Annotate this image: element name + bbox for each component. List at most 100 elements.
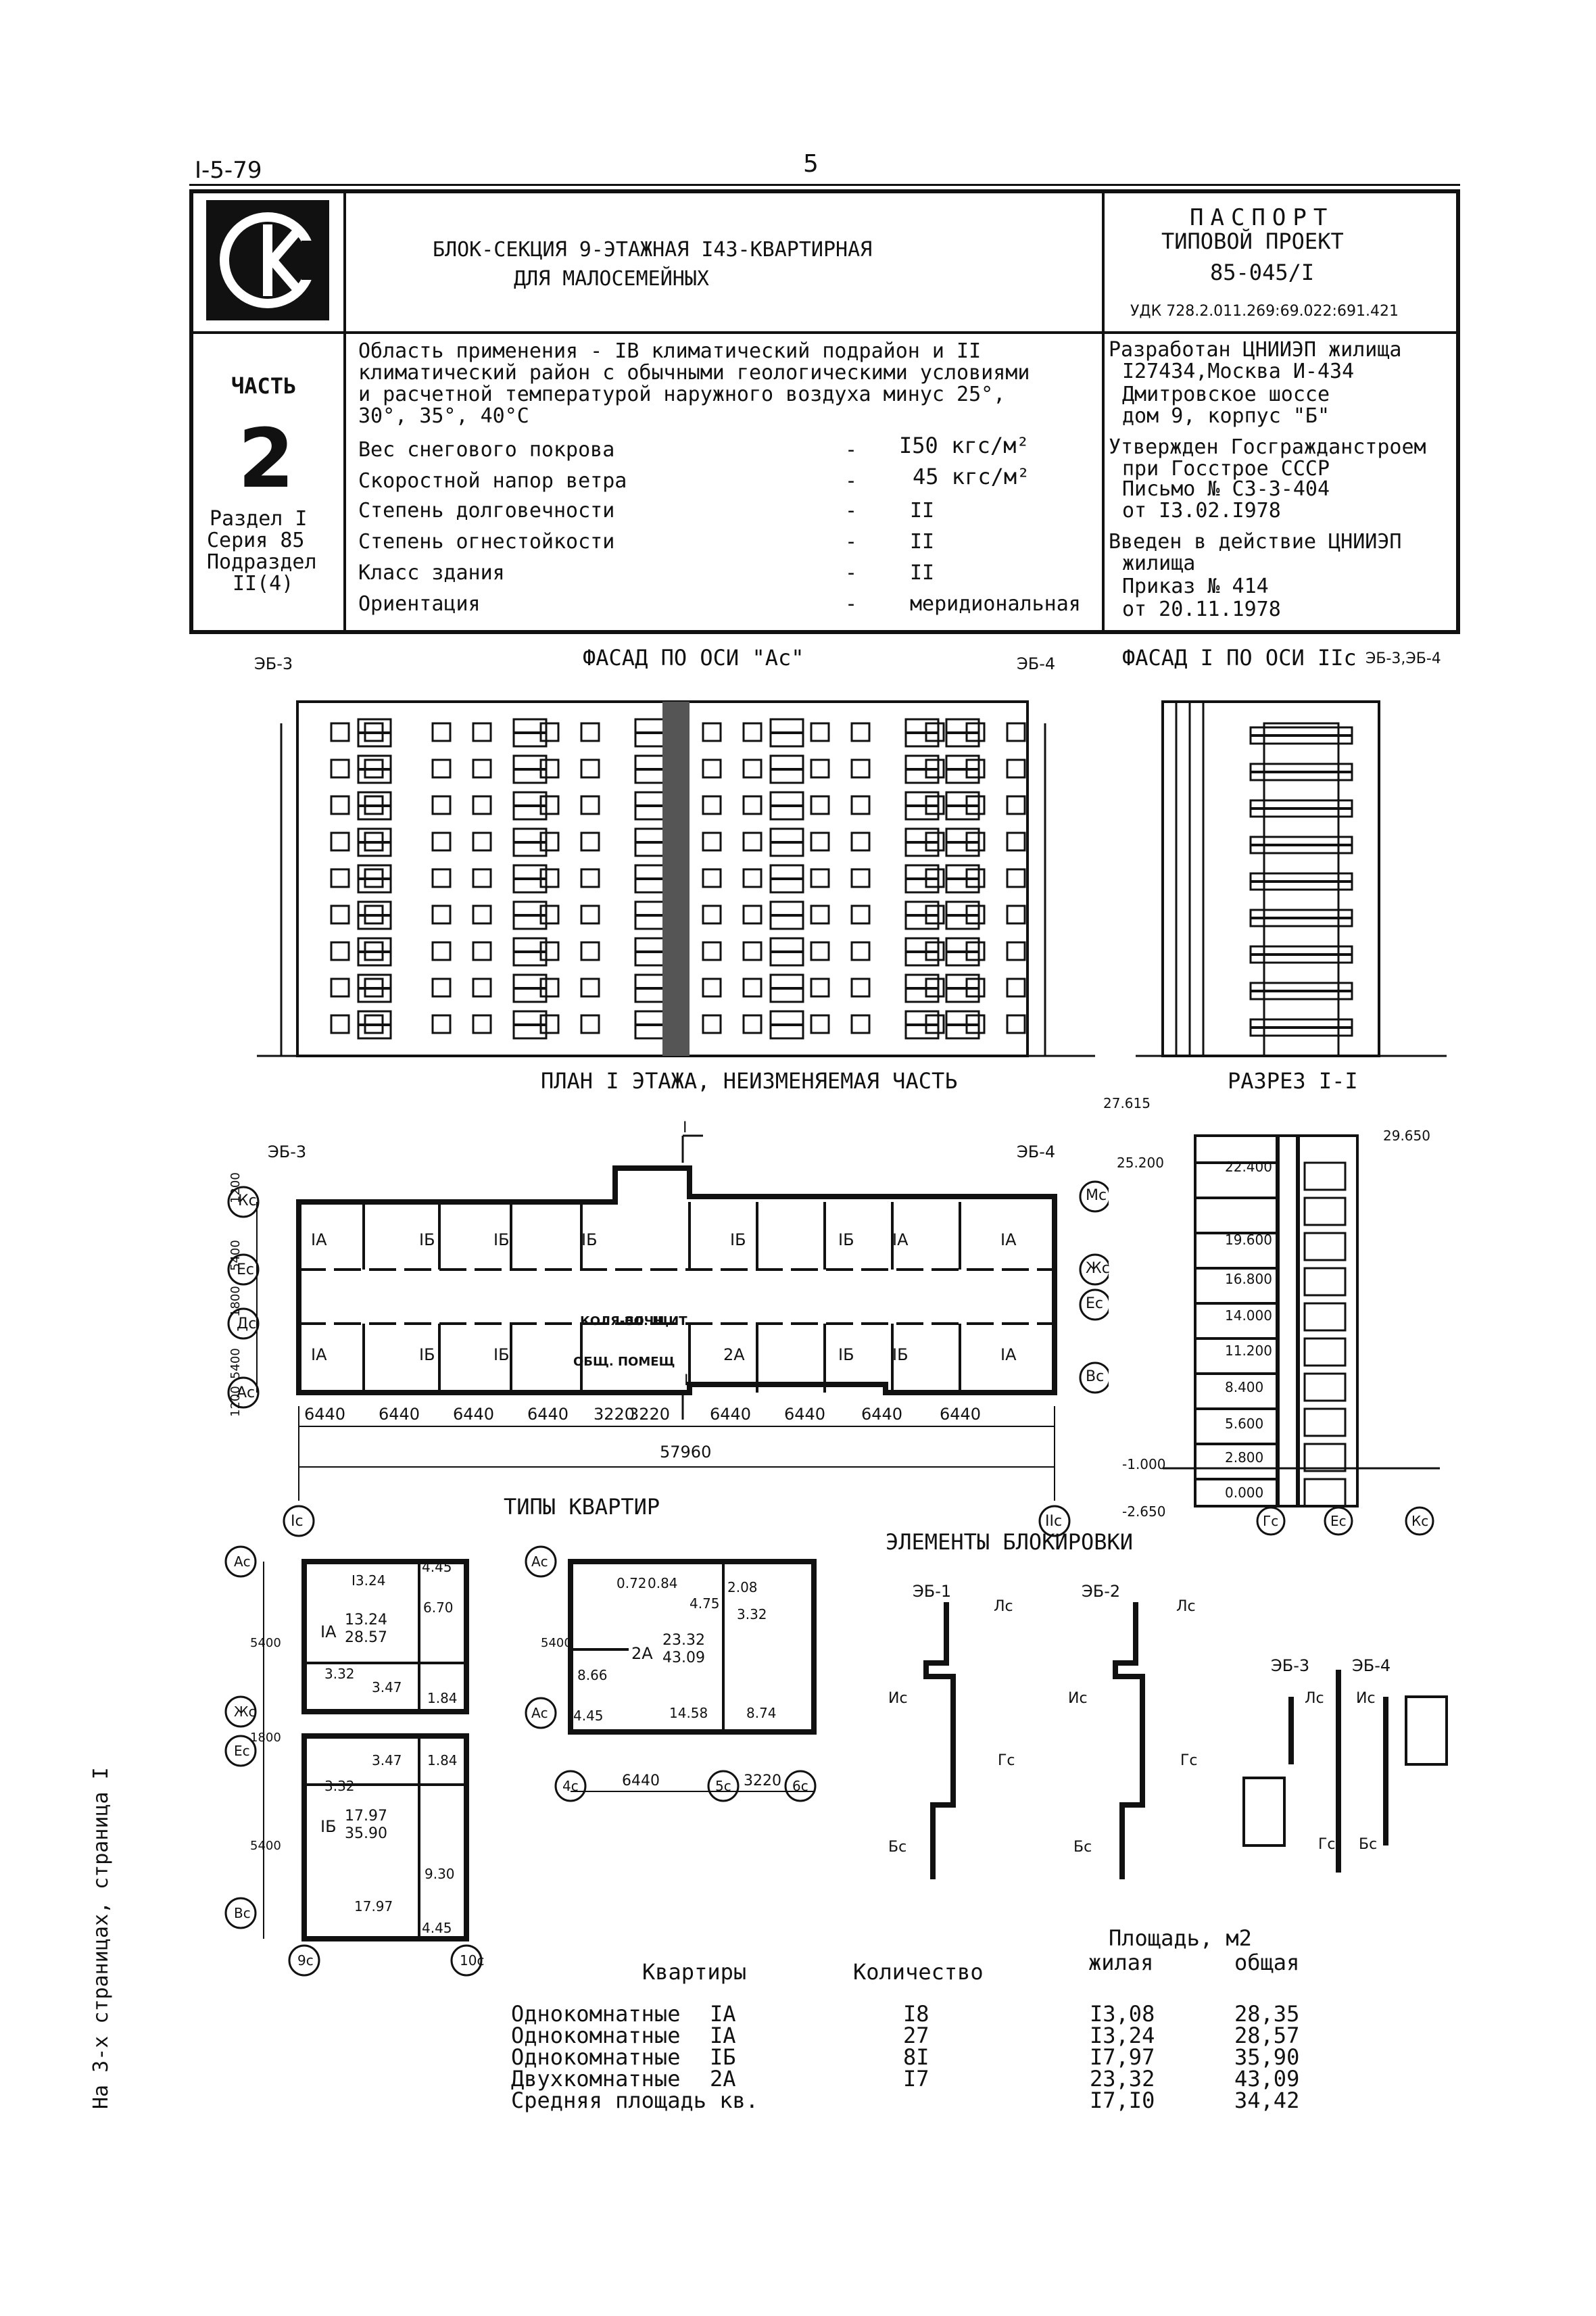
facade-window xyxy=(580,795,600,815)
stair-shaft xyxy=(662,702,690,1056)
plan-axis-right: Жс xyxy=(1086,1260,1110,1277)
apt-type-label: 2А xyxy=(631,1644,653,1663)
facade-window xyxy=(580,978,600,998)
facade-window xyxy=(431,868,452,888)
plan-dim: 3220 xyxy=(594,1405,635,1424)
apt-1-plan xyxy=(224,1545,483,1977)
row-count: 8I xyxy=(903,2044,929,2070)
effective-line2: жилища xyxy=(1122,552,1196,575)
plan-total-dim: 57960 xyxy=(660,1443,712,1462)
level-mark: 11.200 xyxy=(1225,1343,1272,1359)
axis-bubble xyxy=(1324,1506,1353,1536)
facade-window xyxy=(810,795,830,815)
row-count: I7 xyxy=(903,2066,929,2092)
apt-axis: Жс xyxy=(234,1704,256,1720)
axis-bubble xyxy=(224,1735,257,1767)
apt-total-area: 28.57 xyxy=(345,1629,387,1646)
level-mark: 19.600 xyxy=(1225,1232,1272,1248)
section-axis: Кс xyxy=(1411,1513,1429,1529)
facade-left-tag: ЭБ-3 xyxy=(254,654,293,673)
section-balcony xyxy=(1303,1337,1347,1367)
section-title: РАЗРЕЗ I-I xyxy=(1228,1068,1358,1094)
plan-dim: 6440 xyxy=(940,1405,982,1424)
facade-window xyxy=(850,904,871,925)
subsection-label: Подраздел xyxy=(207,550,317,574)
room-area: 4.45 xyxy=(422,1920,452,1936)
blocking-axis: Лс xyxy=(1176,1598,1196,1615)
room-area: 3.47 xyxy=(372,1679,402,1695)
apt-axis: Ас xyxy=(234,1553,251,1570)
plan-axis-left: Кс xyxy=(238,1192,257,1209)
facade-window xyxy=(472,1014,492,1034)
section-balcony xyxy=(1303,1302,1347,1332)
facade-window xyxy=(742,941,763,961)
facade-window xyxy=(431,722,452,742)
facade-window xyxy=(580,831,600,852)
facade-right-tag: ЭБ-4 xyxy=(1017,654,1056,673)
section-label: Раздел I xyxy=(210,507,308,531)
section-balcony xyxy=(1303,1443,1347,1472)
logo: СК xyxy=(206,200,329,320)
row-total: 35,90 xyxy=(1234,2044,1300,2070)
plan-axis-left: Дс xyxy=(237,1316,257,1332)
facade-window xyxy=(742,904,763,925)
facade-window xyxy=(431,795,452,815)
level-mark: 25.200 xyxy=(1117,1155,1164,1171)
level-mark: 8.400 xyxy=(1225,1379,1264,1395)
facade-window xyxy=(702,978,722,998)
room-area: I3.24 xyxy=(352,1572,386,1589)
room-area: 3.47 xyxy=(372,1752,402,1768)
facade-window xyxy=(810,868,830,888)
blocking-title: ЭЛЕМЕНТЫ БЛОКИРОВКИ xyxy=(886,1529,1134,1555)
blocking-tag: ЭБ-3 xyxy=(1271,1656,1310,1675)
room-label-bottom: IБ xyxy=(838,1345,854,1364)
row-name: Средняя площадь кв. xyxy=(511,2088,759,2113)
level-mark: 27.615 xyxy=(1103,1095,1151,1111)
service-room: ЭЛ. ЩИТ. xyxy=(625,1314,692,1328)
plan-dim: 6440 xyxy=(861,1405,903,1424)
developer-line2: I27434,Москва И-434 xyxy=(1122,360,1355,383)
application-line3: и расчетной температурой наружного возду… xyxy=(358,383,1006,406)
title-line1: БЛОК-СЕКЦИЯ 9-ЭТАЖНАЯ I43-КВАРТИРНАЯ xyxy=(433,238,873,262)
facade-window xyxy=(330,904,350,925)
facade-window xyxy=(742,758,763,779)
facade-window xyxy=(330,722,350,742)
subsection-number: II(4) xyxy=(233,572,294,596)
plan-title: ПЛАН I ЭТАЖА, НЕИЗМЕНЯЕМАЯ ЧАСТЬ xyxy=(541,1068,958,1094)
level-mark: 2.800 xyxy=(1225,1449,1264,1466)
param-label-snow: Вес снегового покрова xyxy=(358,438,615,462)
facade-window xyxy=(580,904,600,925)
room-area: 3.32 xyxy=(737,1606,767,1622)
title-block-col2 xyxy=(1102,189,1105,634)
section-balcony xyxy=(1303,1267,1347,1297)
facade-window xyxy=(742,722,763,742)
approved-line4: от I3.02.I978 xyxy=(1122,499,1281,523)
plan-left-dim: 1200 xyxy=(228,1172,243,1203)
room-label-bottom: IБ xyxy=(892,1345,909,1364)
axis-bubble xyxy=(707,1770,740,1802)
param-label-wind: Скоростной напор ветра xyxy=(358,469,627,493)
facade-window xyxy=(702,722,722,742)
facade-window xyxy=(742,1014,763,1034)
row-name: Однокомнатные xyxy=(511,2001,681,2027)
row-type: IА xyxy=(710,2023,736,2048)
application-line1: Область применения - IВ климатический по… xyxy=(358,339,982,363)
room-area: 2.08 xyxy=(727,1579,758,1595)
axis-bubble xyxy=(1256,1506,1286,1536)
apt-dim: 3220 xyxy=(744,1772,781,1789)
axis-bubble xyxy=(1079,1288,1109,1321)
facade-window xyxy=(850,722,871,742)
plan-dim: 6440 xyxy=(784,1405,826,1424)
row-living: I7,I0 xyxy=(1090,2088,1155,2113)
facade-window xyxy=(580,1014,600,1034)
room-label-top: IА xyxy=(1000,1230,1017,1249)
blocking-axis: Ис xyxy=(1068,1690,1088,1707)
room-area: 3.32 xyxy=(324,1778,355,1794)
level-mark: 14.000 xyxy=(1225,1307,1272,1324)
row-name: Двухкомнатные xyxy=(511,2066,681,2092)
approved-line1: Утвержден Госгражданстроем xyxy=(1109,435,1426,459)
section-balcony xyxy=(1303,1197,1347,1226)
room-label-bottom: IБ xyxy=(493,1345,510,1364)
param-label-class: Класс здания xyxy=(358,561,505,585)
room-area: 4.45 xyxy=(422,1559,452,1575)
